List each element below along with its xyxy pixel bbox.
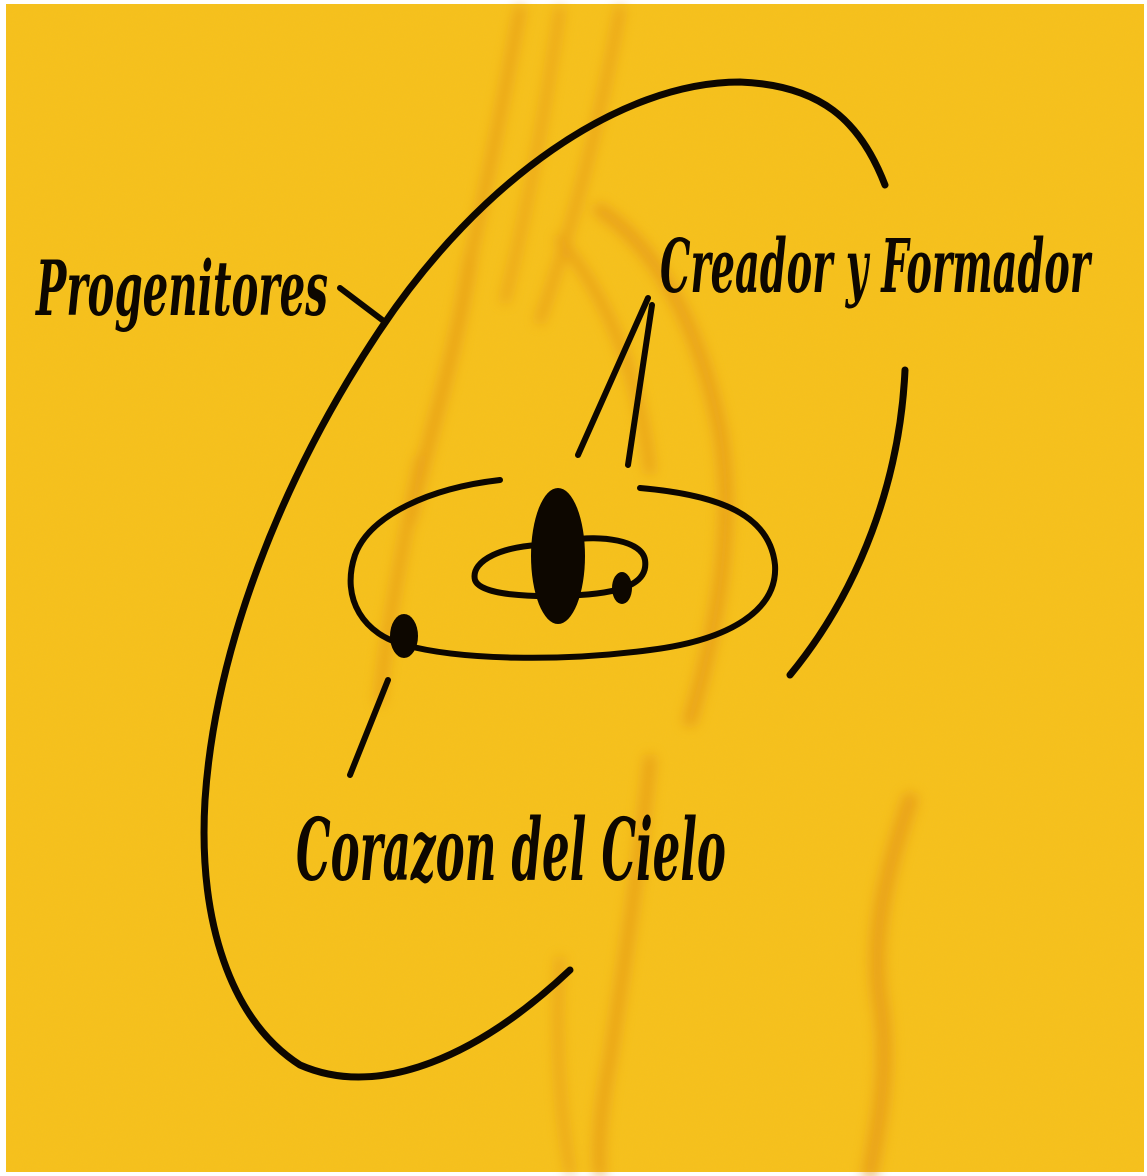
core-satellite (612, 572, 632, 604)
corazon-dot (390, 614, 418, 658)
core-body (531, 488, 585, 624)
label-creador-formador: Creador y Formador (660, 224, 1093, 310)
label-corazon-del-cielo: Corazon del Cielo (296, 800, 726, 901)
label-progenitores: Progenitores (35, 244, 328, 333)
